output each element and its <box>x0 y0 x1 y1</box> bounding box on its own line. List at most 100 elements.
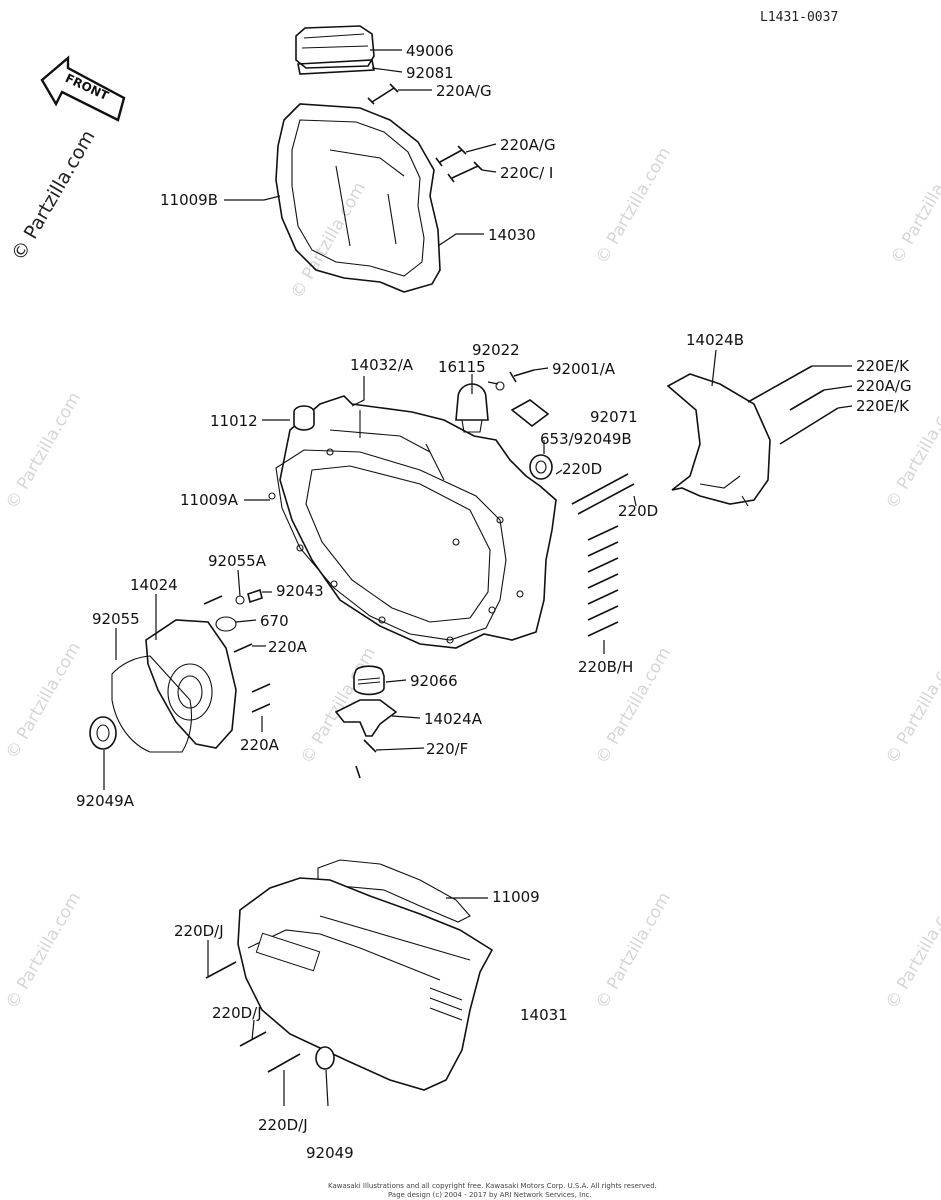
label-92049A: 92049A <box>76 792 135 810</box>
watermark: © Partzilla.com <box>592 889 675 1013</box>
part-92055-oring <box>111 655 193 753</box>
label-670: 670 <box>260 612 289 630</box>
watermark: © Partzilla.com <box>287 179 370 303</box>
leader-92022 <box>487 381 499 385</box>
part-14024A <box>334 699 398 737</box>
label-92022: 92022 <box>472 341 520 359</box>
bolts-220EK-AG <box>747 365 839 445</box>
label-220AG-top: 220A/G <box>436 82 492 100</box>
label-92055A: 92055A <box>208 552 267 570</box>
label-220D-1: 220D <box>562 460 602 478</box>
leader-220DJ-2 <box>251 1019 255 1041</box>
label-220A-1: 220A <box>268 638 308 656</box>
bolt-220DJ-1 <box>205 961 237 979</box>
label-11009A: 11009A <box>180 491 239 509</box>
label-14024A: 14024A <box>424 710 483 728</box>
leader-14024B <box>711 349 717 387</box>
part-16115 <box>455 383 489 421</box>
watermark: © Partzilla.com <box>2 389 85 513</box>
leader-220AG-3 <box>823 385 853 391</box>
label-220A-2: 220A <box>240 736 280 754</box>
label-11009B: 11009B <box>160 191 218 209</box>
watermark: © Partzilla.com <box>2 639 85 763</box>
label-220CI: 220C/ I <box>500 164 553 182</box>
label-11009: 11009 <box>492 888 540 906</box>
watermark: © Partzilla.com <box>887 144 941 268</box>
watermark: © Partzilla.com <box>882 889 941 1013</box>
part-14030 <box>275 103 441 293</box>
pump-cover-assembly: 14024 92055A 92043 92055 670 220A 220A 9… <box>76 552 324 810</box>
label-220DJ-2: 220D/J <box>212 1004 262 1022</box>
label-92066: 92066 <box>410 672 458 690</box>
leader-670 <box>235 619 257 623</box>
watermark: © Partzilla.com <box>592 144 675 268</box>
part-92049 <box>315 1046 335 1070</box>
part-14031-fins <box>429 987 463 1021</box>
label-92049: 92049 <box>306 1144 354 1162</box>
part-670 <box>215 616 237 632</box>
footer-copyright: Kawasaki Illustrations and all copyright… <box>328 1182 657 1190</box>
leader-220CI <box>481 169 497 173</box>
bolt-220AG-top <box>367 83 399 105</box>
label-11012: 11012 <box>210 412 258 430</box>
label-220EK-2: 220E/K <box>856 397 910 415</box>
cover-bolt-holes <box>268 448 524 644</box>
label-220AG-3: 220A/G <box>856 377 912 395</box>
label-92043: 92043 <box>276 582 324 600</box>
bolt-220DJ-3 <box>267 1053 301 1073</box>
label-14032A: 14032/A <box>350 356 414 374</box>
label-220DJ-3: 220D/J <box>258 1116 308 1134</box>
label-49006: 49006 <box>406 42 454 60</box>
label-653-92049B: 653/92049B <box>540 430 632 448</box>
leader-92001A <box>533 367 549 371</box>
bolt-220CI <box>447 161 483 183</box>
part-92081 <box>297 59 375 75</box>
front-arrow-icon <box>40 55 126 122</box>
part-49006-detail <box>301 33 369 49</box>
part-92001A <box>509 369 535 383</box>
part-653-92049B <box>529 454 553 480</box>
label-14024: 14024 <box>130 576 178 594</box>
watermarks: © Partzilla.com © Partzilla.com © Partzi… <box>2 127 941 1013</box>
part-14031 <box>237 877 494 1091</box>
top-cover-assembly: 49006 92081 220A/G 220A/G 220C/ I 11009B… <box>160 25 556 293</box>
bolt-220DJ-2 <box>239 1031 267 1047</box>
label-92081: 92081 <box>406 64 454 82</box>
part-92066-detail <box>357 677 381 685</box>
part-16115-base <box>461 419 483 433</box>
part-11009B-gasket <box>291 119 425 277</box>
document-id: L1431-0037 <box>760 10 838 25</box>
part-14032A-inner <box>305 465 491 623</box>
part-14031-detail <box>247 915 471 981</box>
cap-assembly-14024A: 92066 14024A 220/F <box>334 665 483 779</box>
label-220DJ-1: 220D/J <box>174 922 224 940</box>
label-220EK-1: 220E/K <box>856 357 910 375</box>
part-14032A-detail <box>329 410 445 481</box>
clutch-cover-assembly: 14032/A 92022 16115 92001/A 14024B 220E/… <box>180 331 912 676</box>
bolt-220D-pair <box>571 473 635 515</box>
part-92055A <box>235 595 245 605</box>
bolt-small-a <box>203 595 223 605</box>
leader-92066 <box>385 679 407 683</box>
leader-92049 <box>325 1069 329 1107</box>
part-14024B <box>666 373 771 505</box>
bolt-220A-1 <box>233 643 253 653</box>
outer-cover-assembly: 11009 220D/J 14031 220D/J 220D/J 92049 <box>174 859 568 1162</box>
part-14024B-detail <box>699 475 749 507</box>
label-14030: 14030 <box>488 226 536 244</box>
label-92001A: 92001/A <box>552 360 616 378</box>
front-direction-arrow: FRONT <box>40 55 126 122</box>
part-11009A-gasket <box>275 449 507 641</box>
label-14031: 14031 <box>520 1006 568 1024</box>
footer-page-design: Page design (c) 2004 - 2017 by ARI Netwo… <box>388 1191 592 1199</box>
leader-11009B <box>224 195 281 201</box>
leader-220AG-2 <box>465 143 497 153</box>
bolts-220A-2 <box>251 683 271 713</box>
leader-92055A <box>237 569 241 597</box>
part-14024 <box>145 619 237 749</box>
leader-14030 <box>437 233 484 247</box>
label-92071: 92071 <box>590 408 638 426</box>
leader-92081 <box>371 67 403 73</box>
part-14032A <box>279 395 557 649</box>
